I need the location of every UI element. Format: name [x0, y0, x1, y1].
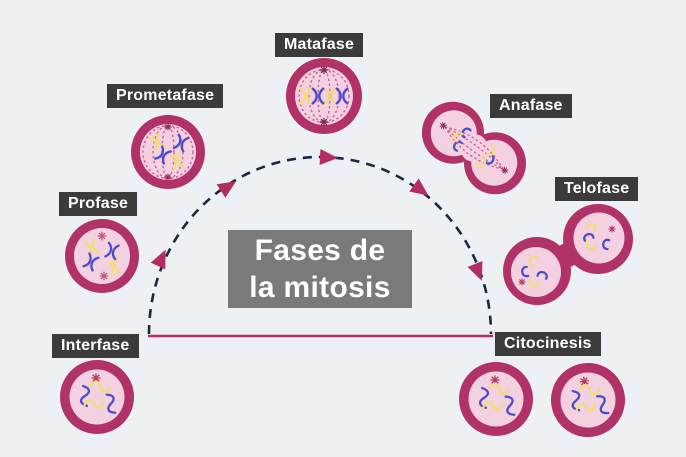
label-matafase: Matafase	[275, 33, 364, 57]
interfase-cell	[60, 360, 134, 434]
telofase-cell	[503, 204, 633, 305]
citocinesis-cell-left	[459, 362, 533, 436]
label-profase: Profase	[59, 192, 138, 216]
label-citocinesis-text: Citocinesis	[504, 335, 592, 352]
prometafase-cell	[131, 115, 205, 189]
arrowhead-icon	[216, 181, 237, 198]
title-line-1: Fases de	[254, 234, 386, 267]
arrowhead-icon	[319, 149, 338, 165]
label-citocinesis: Citocinesis	[495, 332, 601, 356]
label-matafase-text: Matafase	[284, 36, 355, 53]
arrowhead-icon	[467, 261, 483, 281]
profase-cell	[65, 219, 139, 293]
arc-arrowheads	[150, 149, 483, 281]
label-telofase: Telofase	[555, 177, 639, 201]
citocinesis-cell-right	[546, 358, 630, 442]
anafase-cell	[421, 101, 527, 195]
arrowhead-icon	[150, 249, 166, 270]
label-telofase-text: Telofase	[564, 180, 630, 197]
label-prometafase-text: Prometafase	[116, 87, 215, 104]
matafase-cell	[286, 58, 362, 134]
label-prometafase: Prometafase	[107, 84, 224, 108]
label-interfase-text: Interfase	[61, 337, 130, 354]
label-anafase: Anafase	[490, 94, 572, 118]
label-interfase: Interfase	[52, 334, 139, 358]
arrowhead-icon	[409, 178, 429, 196]
label-anafase-text: Anafase	[499, 97, 563, 114]
label-profase-text: Profase	[68, 195, 129, 212]
page-title: Fases de la mitosis	[228, 230, 412, 308]
title-line-2: la mitosis	[249, 271, 391, 304]
